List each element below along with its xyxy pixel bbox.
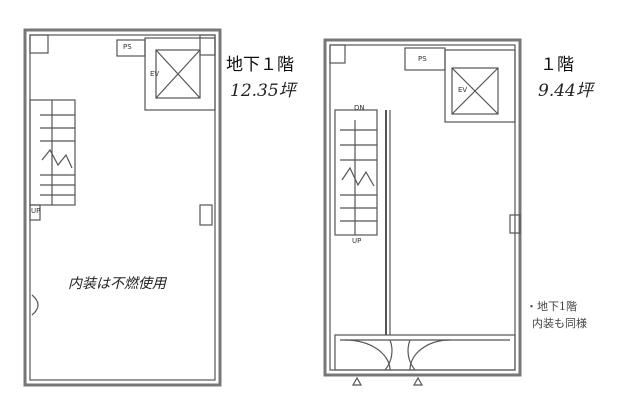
ev-label: EV	[458, 86, 468, 94]
ps-label: PS	[123, 43, 132, 51]
entrance-arrow	[351, 376, 363, 386]
basement-plan	[23, 28, 222, 387]
dn-label: DN	[354, 104, 365, 112]
floor-label: １階	[540, 55, 574, 75]
floor-label: 地下１階	[226, 55, 294, 75]
ev-label: EV	[150, 70, 160, 78]
entrance	[334, 334, 516, 371]
elevator-shaft	[144, 37, 216, 111]
first-floor-plan	[323, 38, 522, 386]
annotation-line1: ・地下1階	[526, 300, 577, 313]
up-label: UP	[352, 237, 362, 245]
ps-label: PS	[418, 55, 427, 63]
stairs	[29, 99, 76, 206]
elevator-shaft	[444, 49, 516, 123]
floor-area: 9.44坪	[538, 81, 593, 101]
floor-area: 12.35坪	[230, 81, 296, 101]
annotation-line2: 内装も同様	[532, 317, 587, 330]
up-label: UP	[31, 207, 41, 215]
interior-note: 内装は不燃使用	[68, 276, 166, 292]
entrance-arrow	[412, 376, 424, 386]
stairs	[334, 109, 378, 236]
